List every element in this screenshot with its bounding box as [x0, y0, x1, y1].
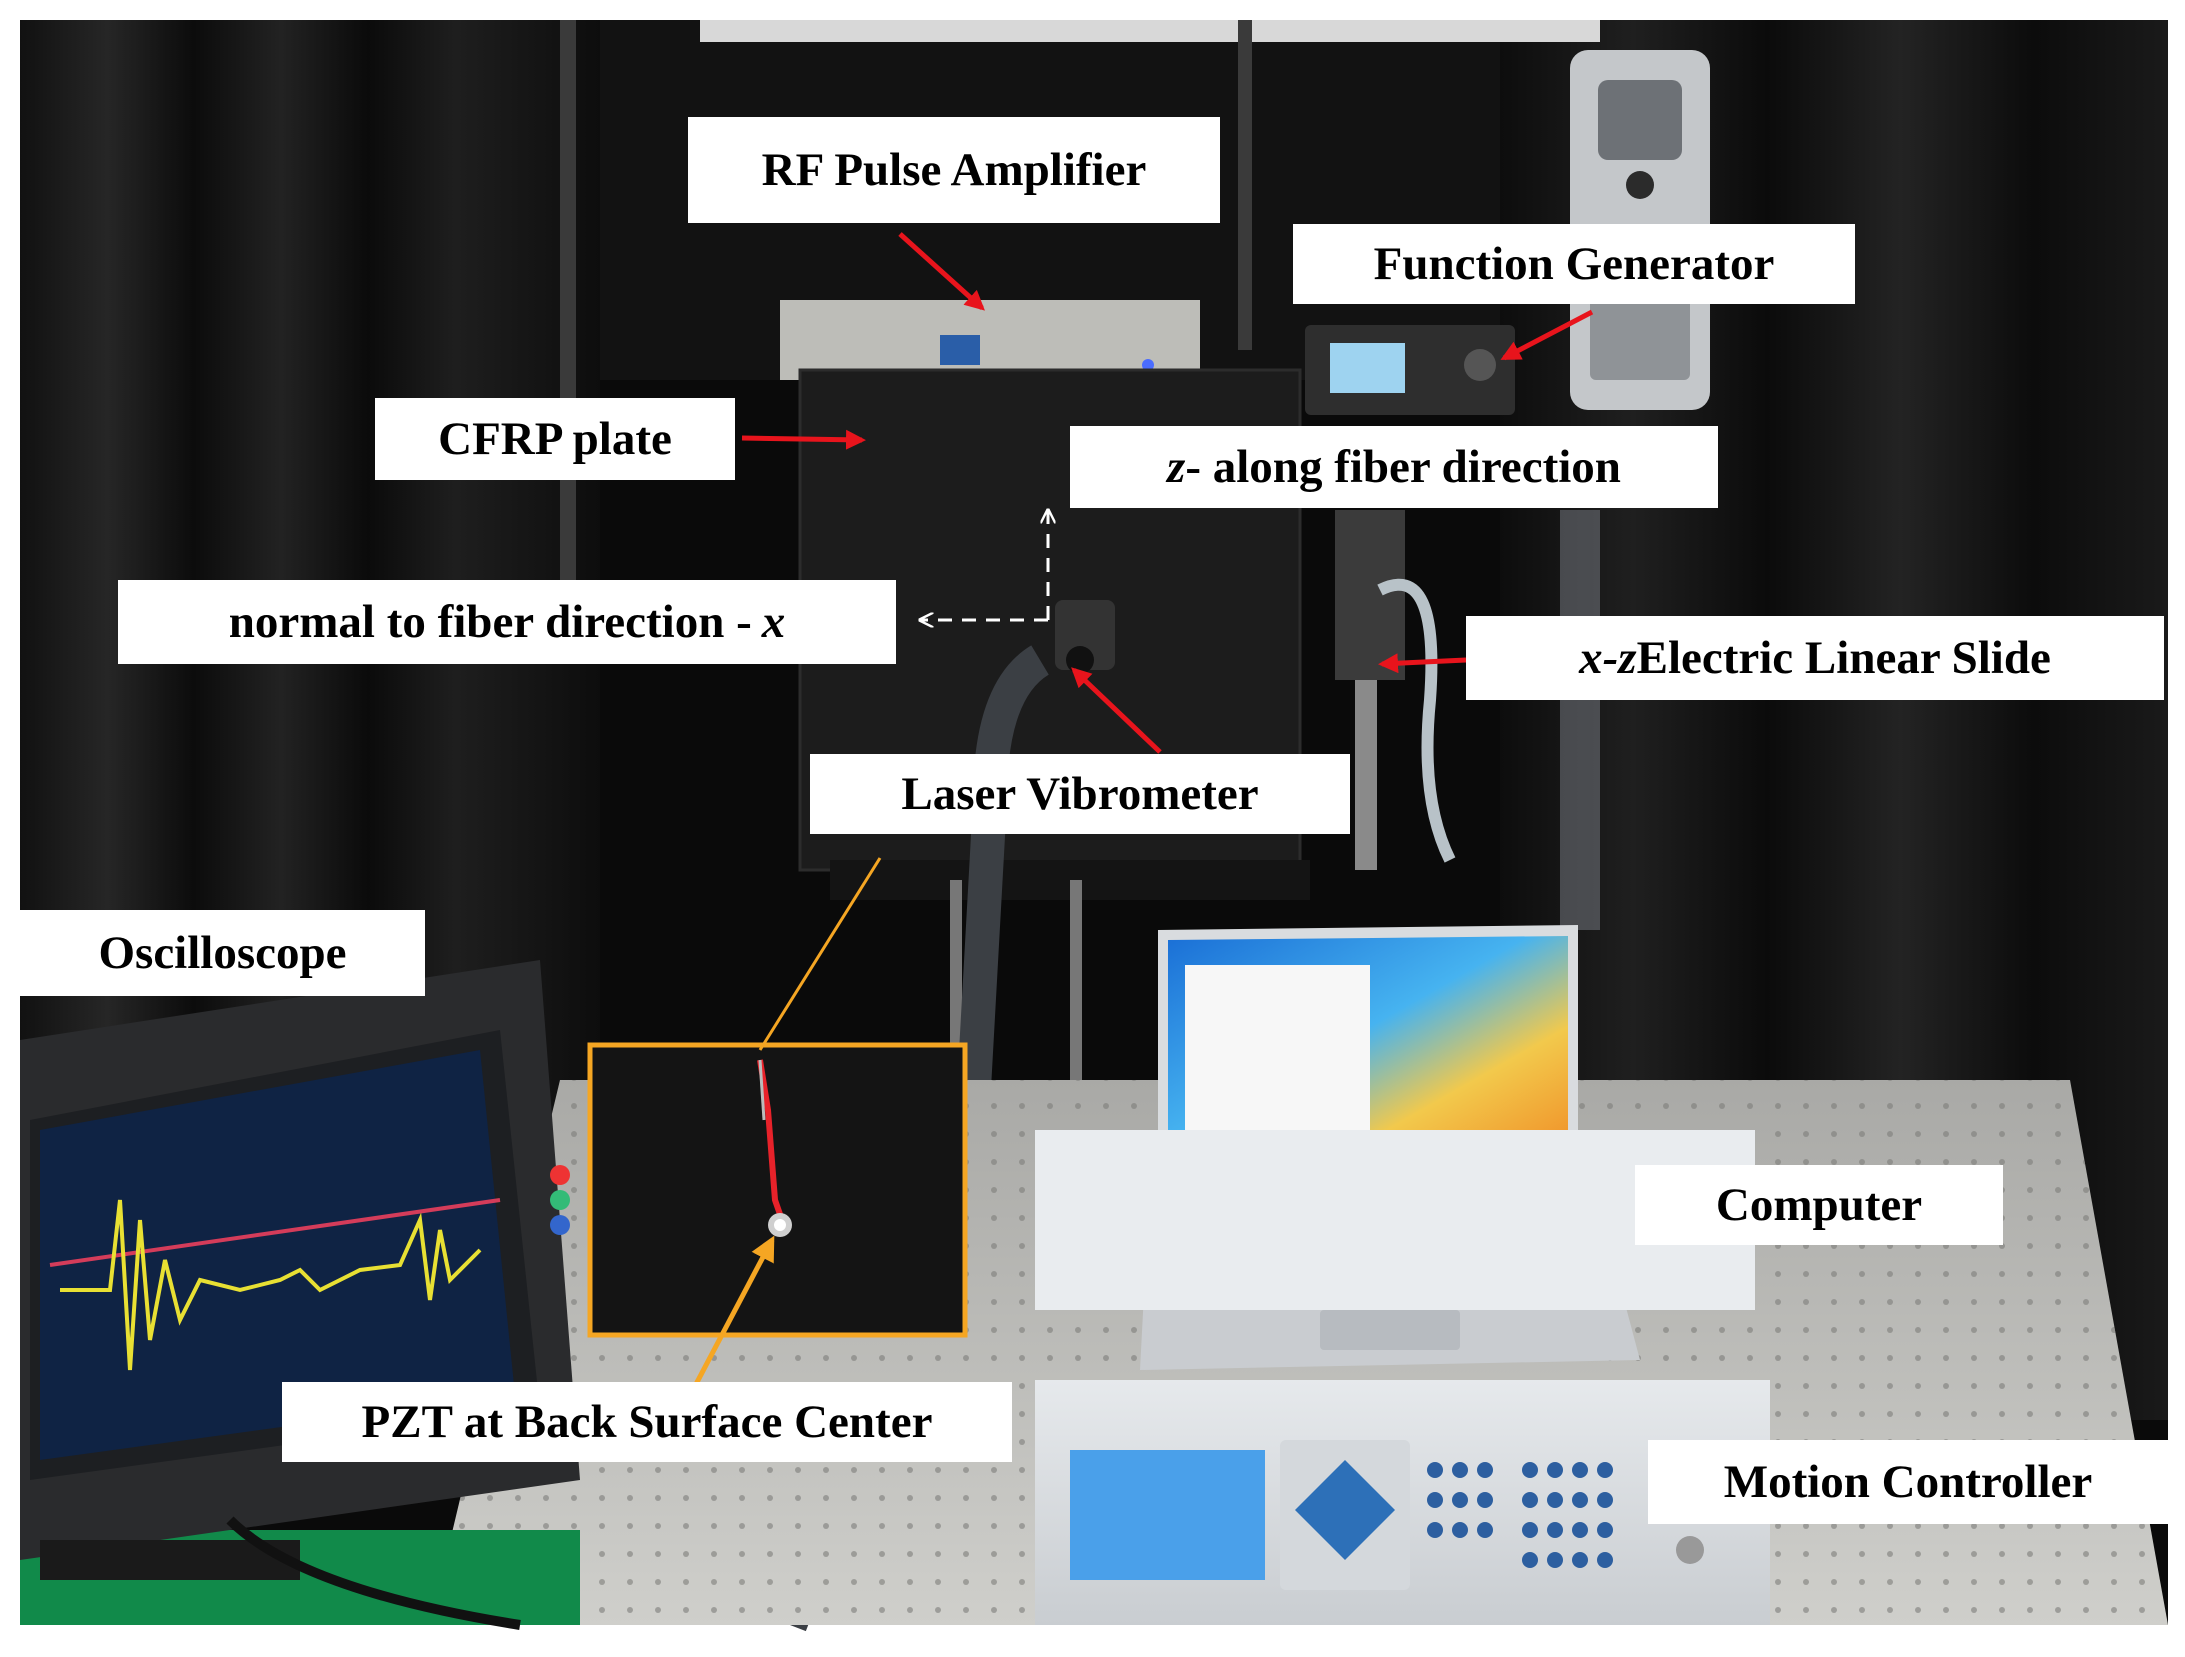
label-rf-pulse-amplifier: RF Pulse Amplifier — [688, 117, 1220, 223]
label-function-generator: Function Generator — [1293, 224, 1855, 304]
label-cfrp-plate: CFRP plate — [375, 398, 735, 480]
pzt-inset-photo — [587, 1042, 968, 1338]
label-computer: Computer — [1635, 1165, 2003, 1245]
label-x-axis: normal to fiber direction - x — [118, 580, 896, 664]
label-motion-controller: Motion Controller — [1648, 1440, 2168, 1524]
label-pzt: PZT at Back Surface Center — [282, 1382, 1012, 1462]
label-laser-vibrometer: Laser Vibrometer — [810, 754, 1350, 834]
label-linear-slide: x-z Electric Linear Slide — [1466, 616, 2164, 700]
label-oscilloscope: Oscilloscope — [20, 910, 425, 996]
label-z-axis: z - along fiber direction — [1070, 426, 1718, 508]
